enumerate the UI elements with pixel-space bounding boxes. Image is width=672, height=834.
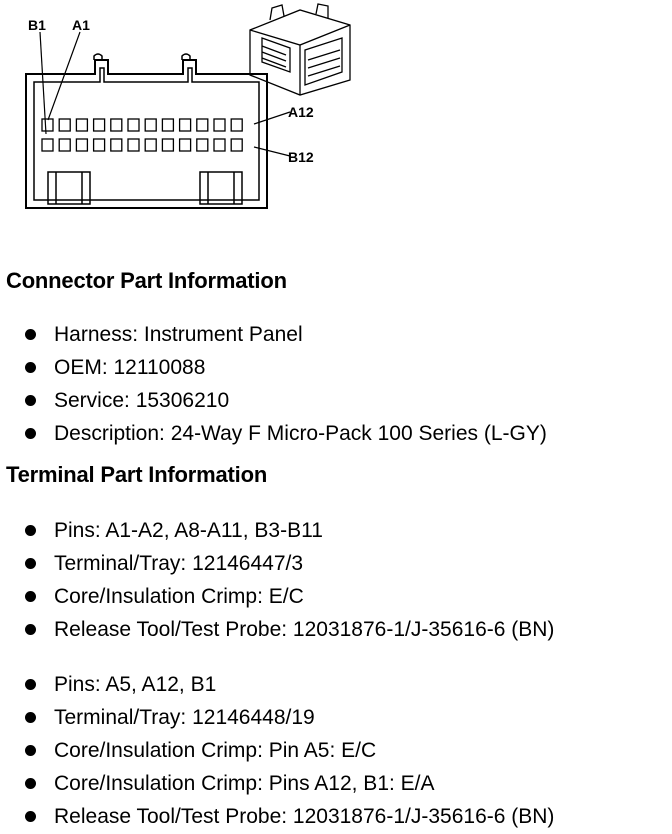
terminal-cavity — [75, 138, 89, 152]
bullet-icon — [25, 679, 36, 690]
terminal-cavity — [178, 118, 192, 132]
list-item: Service: 15306210 — [0, 384, 547, 417]
terminal-cavity — [110, 118, 123, 132]
list-item-text: OEM: 12110088 — [54, 356, 206, 379]
list-item-text: Core/Insulation Crimp: Pins A12, B1: E/A — [54, 772, 435, 795]
terminal-cavity — [41, 118, 54, 132]
list-item-text: Release Tool/Test Probe: 12031876-1/J-35… — [54, 805, 555, 828]
terminal-cavity — [161, 138, 175, 152]
connector-info-heading: Connector Part Information — [6, 268, 287, 293]
terminal-cavity — [41, 138, 54, 152]
terminal-cavity — [213, 138, 226, 152]
label-a12: A12 — [288, 104, 314, 120]
list-item: Harness: Instrument Panel — [0, 318, 547, 351]
list-item: Core/Insulation Crimp: Pin A5: E/C — [0, 734, 554, 767]
lock-tab-left — [47, 171, 91, 205]
list-item: Core/Insulation Crimp: E/C — [0, 580, 554, 613]
connector-latch — [93, 53, 191, 60]
terminal-cavity — [230, 118, 243, 132]
bullet-icon — [25, 329, 36, 340]
list-item: Pins: A1-A2, A8-A11, B3-B11 — [0, 514, 554, 547]
terminal-cavity — [196, 118, 209, 132]
bullet-icon — [25, 558, 36, 569]
bullet-icon — [25, 811, 36, 822]
terminal-cavity — [58, 118, 71, 132]
terminal-info-heading: Terminal Part Information — [6, 462, 268, 487]
terminal-cavity — [127, 118, 140, 132]
list-item-text: Core/Insulation Crimp: Pin A5: E/C — [54, 739, 377, 762]
list-item: Core/Insulation Crimp: Pins A12, B1: E/A — [0, 767, 554, 800]
leader-b1 — [39, 31, 47, 135]
list-item-text: Terminal/Tray: 12146448/19 — [54, 706, 315, 729]
list-item: Terminal/Tray: 12146447/3 — [0, 547, 554, 580]
bullet-icon — [25, 778, 36, 789]
list-item-text: Core/Insulation Crimp: E/C — [54, 585, 304, 608]
bullet-icon — [25, 591, 36, 602]
list-item: Description: 24-Way F Micro-Pack 100 Ser… — [0, 417, 547, 450]
bullet-icon — [25, 624, 36, 635]
leader-a12 — [253, 111, 291, 125]
list-item-text: Harness: Instrument Panel — [54, 323, 303, 346]
list-item-text: Description: 24-Way F Micro-Pack 100 Ser… — [54, 422, 547, 445]
bullet-icon — [25, 395, 36, 406]
list-item-text: Service: 15306210 — [54, 389, 230, 412]
list-item-text: Release Tool/Test Probe: 12031876-1/J-35… — [54, 618, 555, 641]
list-item-text: Pins: A1-A2, A8-A11, B3-B11 — [54, 519, 323, 542]
lock-tab-right — [199, 171, 243, 205]
list-item: Terminal/Tray: 12146448/19 — [0, 701, 554, 734]
terminal-cavity — [213, 118, 226, 132]
connector-diagram: B1 A1 A12 B12 — [25, 3, 351, 209]
connector-3d-view — [249, 3, 351, 96]
terminal-cavity — [230, 138, 243, 152]
list-item: Pins: A5, A12, B1 — [0, 668, 554, 701]
leader-a1 — [47, 31, 81, 121]
bullet-icon — [25, 428, 36, 439]
terminal-cavity — [144, 138, 157, 152]
list-item-text: Terminal/Tray: 12146447/3 — [54, 552, 304, 575]
terminal-cavity — [58, 138, 71, 152]
terminal-cavity — [110, 138, 123, 152]
terminal-cavity — [92, 118, 106, 132]
list-item-text: Pins: A5, A12, B1 — [54, 673, 217, 696]
bullet-icon — [25, 745, 36, 756]
label-b1: B1 — [28, 17, 46, 33]
connector-housing-outline — [25, 59, 268, 209]
terminal-cavity — [75, 118, 89, 132]
terminal-cavity — [92, 138, 106, 152]
terminal-info-list-2: Pins: A5, A12, B1 Terminal/Tray: 12146448… — [0, 668, 554, 833]
list-item: Release Tool/Test Probe: 12031876-1/J-35… — [0, 613, 554, 646]
terminal-cavity — [196, 138, 209, 152]
terminal-cavity — [161, 118, 175, 132]
bullet-icon — [25, 525, 36, 536]
terminal-cavity — [178, 138, 192, 152]
bullet-icon — [25, 362, 36, 373]
terminal-cavity — [127, 138, 140, 152]
label-b12: B12 — [288, 149, 314, 165]
list-item: Release Tool/Test Probe: 12031876-1/J-35… — [0, 800, 554, 833]
connector-housing-inner — [33, 67, 260, 201]
terminal-cavity — [144, 118, 157, 132]
list-item: OEM: 12110088 — [0, 351, 547, 384]
label-a1: A1 — [72, 17, 90, 33]
bullet-icon — [25, 712, 36, 723]
leader-b12 — [253, 146, 291, 157]
